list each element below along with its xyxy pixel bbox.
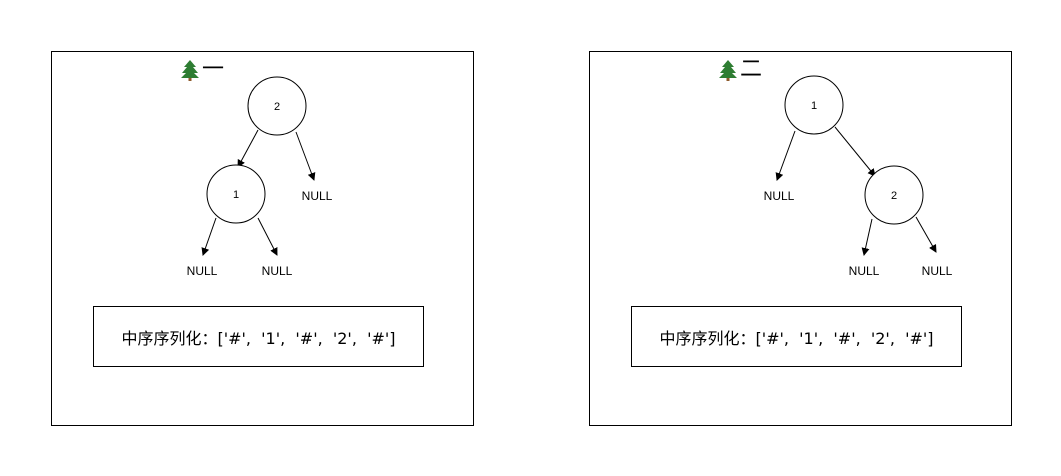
null-label: NULL (922, 264, 953, 278)
panel-title: 一 (202, 57, 225, 82)
edge-1-to-2 (834, 126, 876, 177)
null-label: NULL (262, 264, 293, 278)
serialization-box: 中序序列化：['#', '1', '#', '2', '#'] (93, 306, 424, 367)
edge-1-to-null (775, 130, 796, 181)
null-label: NULL (302, 189, 333, 203)
evergreen-tree-icon (181, 60, 199, 81)
edge-2-to-null-right (915, 216, 937, 253)
null-label: NULL (187, 264, 218, 278)
binary-tree-1: 2 1 NULL NULL NULL (187, 76, 333, 278)
serialization-text: 中序序列化：['#', '1', '#', '2', '#'] (121, 328, 396, 348)
tree-node-root (247, 76, 307, 136)
tree-panel-2: 二 1 2 NULL NULL NULL 中序序列化：['#', '1', '#… (589, 51, 1012, 426)
edge-1-to-null-left (201, 217, 217, 256)
tree-node-left (206, 164, 266, 224)
tree-panel-1: 一 2 1 NULL NULL NULL 中序序列化：['#', '1', '#… (51, 51, 474, 426)
null-label: NULL (849, 264, 880, 278)
node-label-right: 2 (891, 190, 897, 202)
panel-title: 二 (740, 57, 763, 82)
tree-node-right (864, 165, 924, 225)
edge-2-to-null (295, 131, 316, 181)
edge-2-to-1 (237, 129, 259, 168)
node-label-root: 1 (811, 100, 817, 112)
edge-1-to-null-right (257, 217, 278, 256)
serialization-text: 中序序列化：['#', '1', '#', '2', '#'] (659, 328, 934, 348)
node-label-root: 2 (274, 101, 280, 113)
edge-2-to-null-left (861, 218, 873, 256)
tree-node-root (784, 75, 844, 135)
serialization-box: 中序序列化：['#', '1', '#', '2', '#'] (631, 306, 962, 367)
evergreen-tree-icon (719, 60, 737, 81)
null-label: NULL (764, 189, 795, 203)
node-label-left: 1 (233, 189, 239, 201)
binary-tree-2: 1 2 NULL NULL NULL (764, 75, 953, 278)
